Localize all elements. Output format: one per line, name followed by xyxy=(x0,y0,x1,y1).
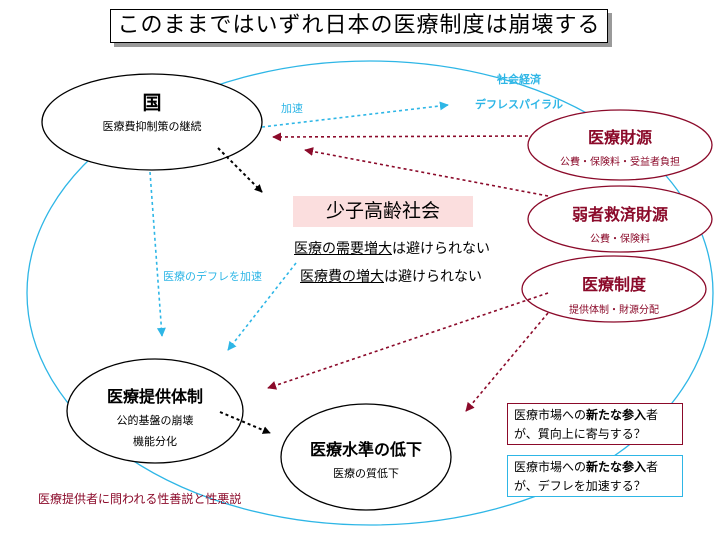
box-red-mid: 者 xyxy=(646,408,659,422)
page-title: このままではいずれ日本の医療制度は崩壊する xyxy=(110,9,608,43)
arrow-seido-to-teikyo xyxy=(267,292,549,390)
arrow-seido-to-suijun xyxy=(465,312,549,412)
suijun-ellipse xyxy=(280,403,452,511)
arrow-kuni-kasoku xyxy=(261,101,449,128)
provider-morality-label: 医療提供者に問われる性善説と性悪説 xyxy=(38,492,242,506)
seido-title: 医療制度 xyxy=(581,275,646,294)
zaigen-sub: 公費・保険料・受益者負担 xyxy=(560,157,680,168)
jakusha-sub: 公費・保険料 xyxy=(590,234,650,245)
cost-line-rest: は避けられない xyxy=(384,269,482,285)
arrow-center-to-teikyo xyxy=(227,262,297,351)
arrow-jakusha-to-kuni xyxy=(304,147,549,197)
cycle-ellipse xyxy=(26,60,714,526)
jakusha-title: 弱者救済財源 xyxy=(571,205,668,224)
teikyo-title: 医療提供体制 xyxy=(106,387,203,406)
kasoku-label: 加速 xyxy=(281,102,303,115)
kuni-ellipse xyxy=(41,73,263,171)
demand-line-rest: は避けられない xyxy=(392,241,490,257)
cost-line: 医療費の増大は避けられない xyxy=(300,266,482,286)
suijun-sub: 医療の質低下 xyxy=(333,467,399,480)
shoushi-koureika-label: 少子高齢社会 xyxy=(293,196,473,227)
jakusha-ellipse xyxy=(527,185,713,253)
box-blue-pre: 医療市場への xyxy=(514,460,587,474)
deflation-accel-label: 医療のデフレを加速 xyxy=(163,270,262,283)
teikyo-sub1: 公的基盤の崩壊 xyxy=(116,414,194,427)
arrow-kuni-to-center xyxy=(217,147,263,193)
box-blue-post: が、デフレを加速する？ xyxy=(514,479,646,493)
arrow-kuni-to-teikyo xyxy=(149,171,166,337)
cost-line-underlined: 医療費の増大 xyxy=(300,269,384,285)
box-blue-mid: 者 xyxy=(646,460,659,474)
deflation-label-1: 社会経済 xyxy=(497,73,541,86)
demand-line-underlined: 医療の需要増大 xyxy=(294,241,392,257)
deflation-label-2: デフレスパイラル xyxy=(475,98,563,111)
seido-ellipse xyxy=(521,255,707,323)
box-blue-bold: 新たな参入 xyxy=(586,460,647,474)
box-red-bold: 新たな参入 xyxy=(586,408,647,422)
new-entrant-quality-box: 医療市場への新たな参入者が、質向上に寄与する？ xyxy=(507,403,683,445)
kuni-title: 国 xyxy=(142,92,162,114)
kuni-sub: 医療費抑制策の継続 xyxy=(102,120,202,133)
demand-line: 医療の需要増大は避けられない xyxy=(294,238,490,258)
zaigen-title: 医療財源 xyxy=(587,128,652,147)
zaigen-ellipse xyxy=(527,109,713,181)
teikyo-ellipse xyxy=(66,358,244,464)
new-entrant-deflation-box: 医療市場への新たな参入者が、デフレを加速する？ xyxy=(507,455,683,497)
box-red-pre: 医療市場への xyxy=(514,408,587,422)
teikyo-sub2: 機能分化 xyxy=(133,435,177,448)
box-red-post: が、質向上に寄与する？ xyxy=(514,427,646,441)
suijun-title: 医療水準の低下 xyxy=(309,440,422,459)
seido-sub: 提供体制・財源分配 xyxy=(569,305,659,316)
arrow-zaigen-to-kuni xyxy=(272,132,529,142)
